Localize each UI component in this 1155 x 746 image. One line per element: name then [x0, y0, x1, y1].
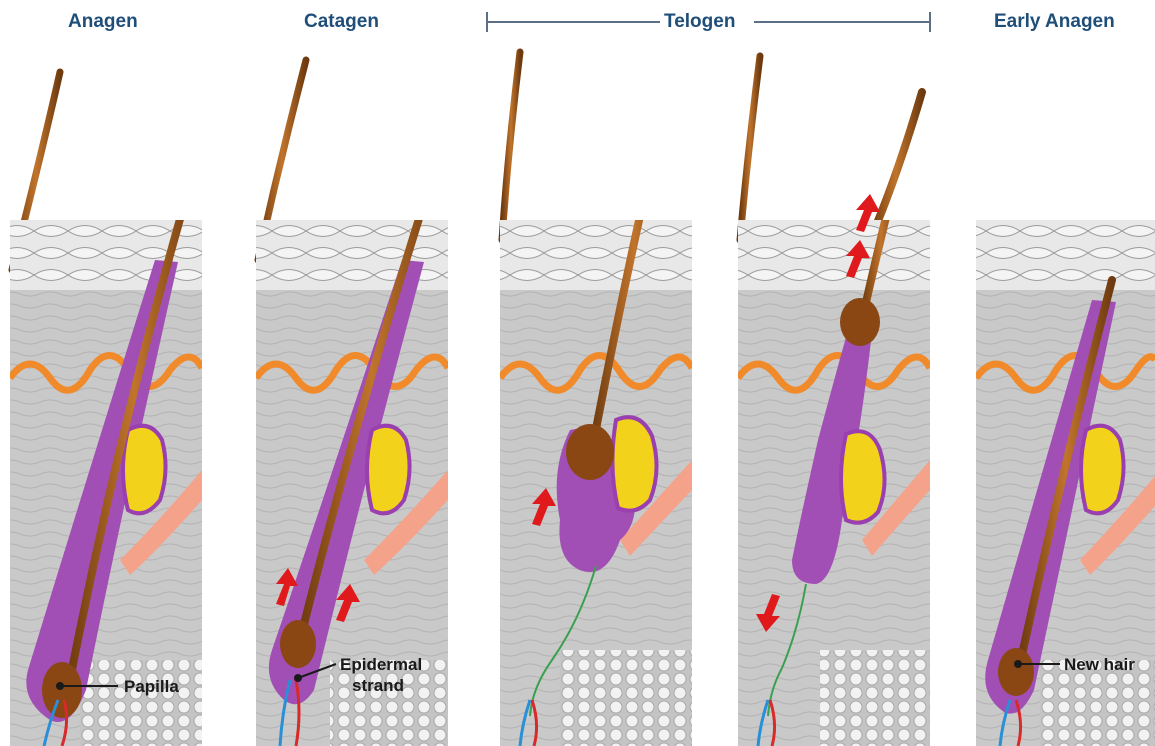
- telogen-span-tick-left: [486, 12, 488, 32]
- telogen-span-tick-right: [929, 12, 931, 32]
- stage-title-early-anagen: Early Anagen: [994, 8, 1115, 36]
- hair-shaft-shedding-top: [870, 92, 922, 240]
- hair-bulb: [998, 648, 1034, 696]
- stage-title-telogen: Telogen: [664, 8, 735, 36]
- sebaceous-gland: [612, 417, 656, 510]
- club-hair-bulb: [840, 298, 880, 346]
- epidermis-cells: [500, 220, 692, 290]
- panel-catagen: [256, 60, 448, 746]
- panel-telogen-late: [738, 56, 930, 746]
- stage-title-catagen: Catagen: [304, 8, 379, 36]
- label-papilla: Papilla: [124, 676, 179, 697]
- label-epidermal-strand: Epidermal strand: [340, 654, 422, 696]
- club-hair-bulb: [566, 424, 614, 480]
- epidermis-cells: [976, 220, 1155, 290]
- label-epidermal-strand-line1: Epidermal: [340, 654, 422, 675]
- hair-bulb: [42, 662, 82, 718]
- sebaceous-gland: [123, 426, 166, 514]
- panel-telogen-early: [500, 52, 692, 746]
- epidermis-cells: [738, 220, 930, 290]
- subcutaneous-fat: [820, 650, 930, 746]
- sebaceous-gland: [1081, 426, 1124, 514]
- sebaceous-gland: [841, 431, 885, 522]
- panel-anagen: [10, 72, 202, 746]
- subcutaneous-fat: [560, 650, 692, 746]
- stage-title-anagen: Anagen: [68, 8, 138, 36]
- telogen-span-line-left: [487, 21, 660, 23]
- sebaceous-gland: [367, 426, 410, 514]
- hair-shaft-neighbor: [740, 56, 760, 240]
- label-epidermal-strand-line2: strand: [340, 675, 422, 696]
- telogen-span-line-right: [754, 21, 930, 23]
- hair-shaft-neighbor: [502, 52, 520, 240]
- label-new-hair: New hair: [1064, 654, 1135, 675]
- subcutaneous-fat: [80, 660, 202, 746]
- hair-bulb: [280, 620, 316, 668]
